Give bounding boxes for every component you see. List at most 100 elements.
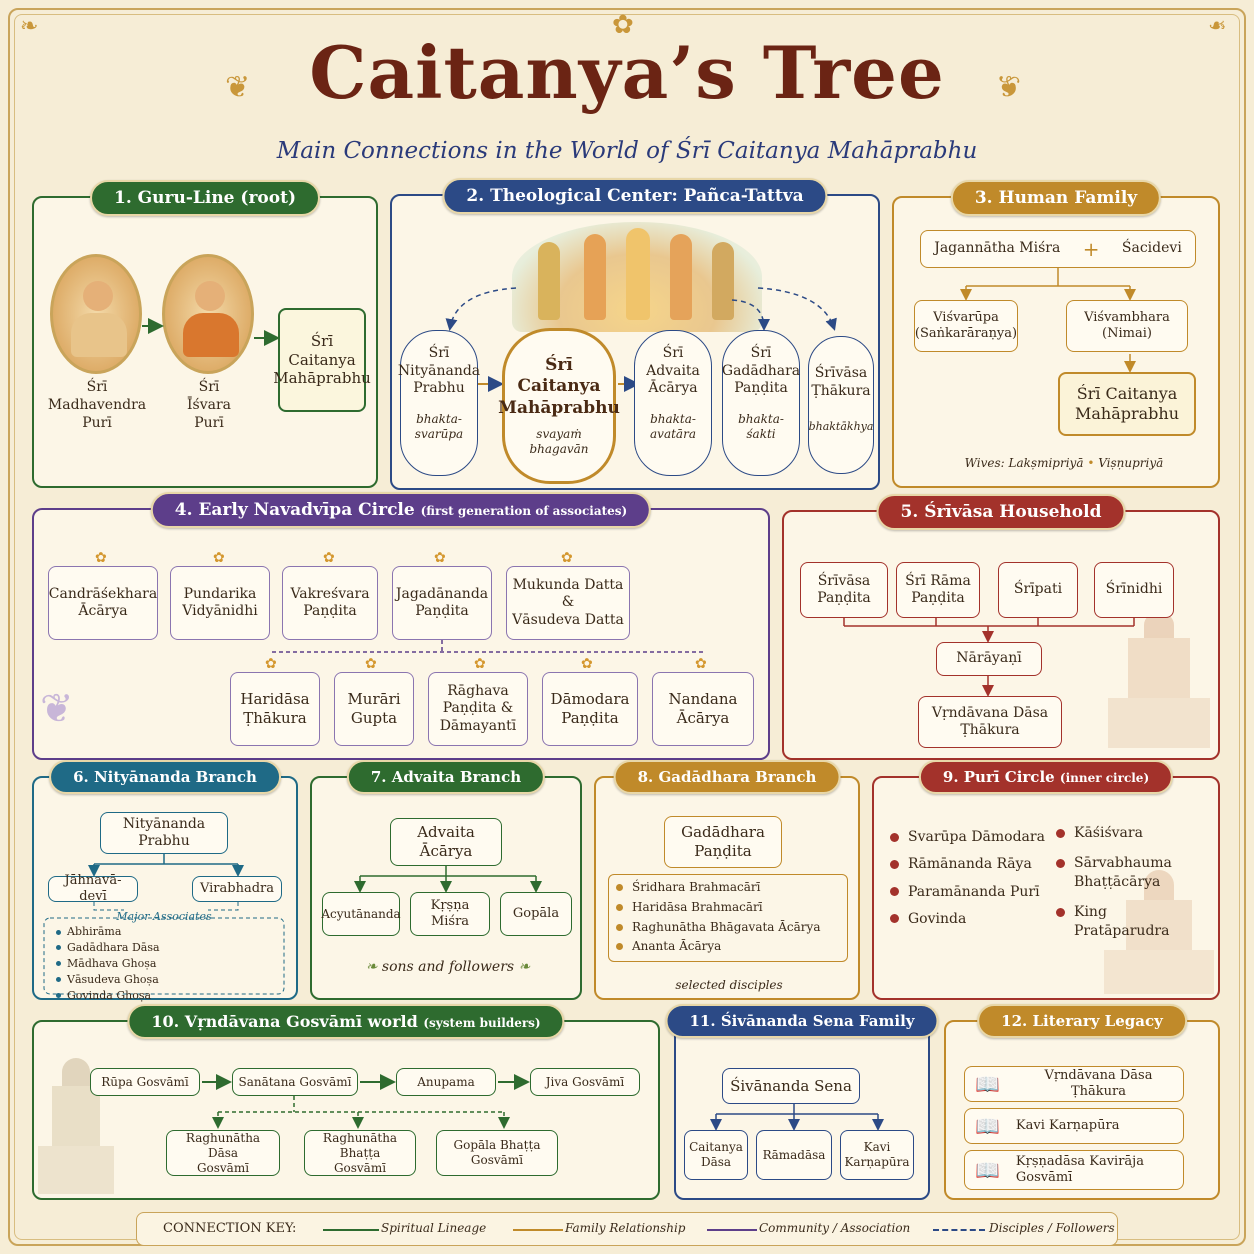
list-item: Svarūpa Dāmodara	[890, 824, 1045, 851]
temple-illustration	[1104, 612, 1214, 752]
list-item: Raghunātha Bhāgavata Ācārya	[616, 918, 820, 938]
gadadhara-name: Śrī Gadādhara Paṇḍita	[721, 345, 801, 396]
navadvipa-member: Rāghava Paṇḍita & Dāmayantī	[428, 672, 528, 746]
list-item: Śridhara Brahmacārī	[616, 878, 820, 898]
advaita-top-box: Advaita Ācārya	[390, 818, 502, 866]
visvambhara-box: Viśvambhara (Nimai)	[1066, 300, 1188, 352]
advaita-son: Gopāla	[500, 892, 572, 936]
panca-tattva-illustration	[512, 222, 762, 332]
visvarupa-box: Viśvarūpa (Saṅkarāraṇya)	[914, 300, 1018, 352]
gosvami-box: Raghunātha Dāsa Gosvāmī	[166, 1130, 280, 1176]
lotus-icon: ✿	[695, 656, 707, 672]
temple-illustration	[1100, 870, 1218, 996]
page-subtitle: Main Connections in the World of Śrī Cai…	[276, 138, 978, 164]
connection-key: CONNECTION KEY: Spiritual Lineage Family…	[136, 1212, 1118, 1246]
panel-gadadhara-branch: 8. Gadādhara Branch Gadādhara Paṇḍita Śr…	[594, 760, 860, 1000]
panel-title-main: 4. Early Navadvīpa Circle	[174, 500, 415, 520]
lotus-icon: ✿	[265, 656, 277, 672]
leaf-icon: ❧	[365, 959, 378, 975]
panel-title: 11. Śivānanda Sena Family	[665, 1004, 939, 1038]
panel-puri-circle: 9. Purī Circle (inner circle) Svarūpa Dā…	[872, 760, 1220, 1000]
leaf-icon: ❧	[518, 959, 531, 975]
puri-left-list: Svarūpa Dāmodara Rāmānanda Rāya Paramāna…	[890, 824, 1045, 933]
panel-literary-legacy: 12. Literary Legacy 📖Vṛndāvana Dāsa Ṭhāk…	[944, 1004, 1220, 1200]
panel-title: 7. Advaita Branch	[346, 760, 546, 794]
book-icon: 📖	[975, 1157, 1000, 1182]
advaita-role: bhakta- avatāra	[650, 411, 696, 441]
list-item: Govinda	[890, 906, 1045, 933]
virabhadra-box: Virabhadra	[192, 876, 282, 902]
panel-title: 3. Human Family	[950, 180, 1162, 216]
advaita-footer: ❧ sons and followers ❧	[365, 959, 531, 975]
vrndavana-dasa-box: Vṛndāvana Dāsa Ṭhākura	[918, 696, 1062, 748]
panel-human-family: 3. Human Family Jagannātha Miśra+Śacidev…	[892, 180, 1220, 488]
panel-vrndavana-gosvami: 10. Vṛndāvana Gosvāmī world (system buil…	[32, 1004, 660, 1200]
jahnava-box: Jāhnavā-devī	[48, 873, 138, 904]
srivasa-member: Śrīnidhi	[1094, 562, 1174, 618]
paisley-ornament-icon: ❦	[40, 686, 74, 732]
list-item: Sārvabhauma Bhaṭṭācārya	[1056, 854, 1172, 893]
key-label: CONNECTION KEY:	[163, 1221, 297, 1236]
panel-title: 1. Guru-Line (root)	[90, 180, 320, 216]
panel-srivasa-household: 5. Śrīvāsa Household Śrīvāsa Paṇḍita Śrī…	[782, 494, 1220, 760]
caitanya-family-box: Śrī Caitanya Mahāprabhu	[1058, 372, 1196, 436]
sivananda-child: Rāmadāsa	[756, 1130, 832, 1180]
list-item: Ananta Ācārya	[616, 937, 820, 957]
gosvami-box: Jiva Gosvāmī	[530, 1068, 640, 1096]
list-item: Gadādhara Dāsa	[56, 940, 160, 956]
lotus-icon: ✿	[474, 656, 486, 672]
panel-guru-line: 1. Guru-Line (root) Śrī Madhavendra Purī…	[32, 180, 378, 488]
navadvipa-member: Dāmodara Paṇḍita	[542, 672, 638, 746]
panel-advaita-branch: 7. Advaita Branch Advaita Ācārya Acyutān…	[310, 760, 582, 1000]
book-item: 📖Kṛṣṇadāsa Kavirāja Gosvāmī	[964, 1150, 1184, 1190]
gosvami-box: Gopāla Bhaṭṭa Gosvāmī	[436, 1130, 558, 1176]
panel-sivananda-sena: 11. Śivānanda Sena Family Śivānanda Sena…	[665, 1004, 939, 1200]
panel-title: 6. Nityānanda Branch	[49, 760, 281, 794]
wife-two: Viṣṇupriyā	[1098, 456, 1164, 470]
list-item: Rāmānanda Rāya	[890, 851, 1045, 878]
list-item: Kāśiśvara	[1056, 824, 1172, 844]
gadadhara-disciples: Śridhara Brahmacārī Haridāsa Brahmacārī …	[616, 878, 820, 957]
advaita-son: Acyutānanda	[321, 892, 401, 936]
lotus-icon: ✿	[95, 550, 107, 566]
panel-title: 12. Literary Legacy	[977, 1004, 1187, 1038]
father-name: Jagannātha Miśra	[934, 240, 1061, 257]
navadvipa-member: Haridāsa Ṭhākura	[230, 672, 320, 746]
nityananda-box: Śrī Nityānanda Prabhu bhakta- svarūpa	[397, 330, 481, 476]
gosvami-box: Rūpa Gosvāmī	[90, 1068, 200, 1096]
key-line-gold	[513, 1229, 563, 1231]
key-disciples: Disciples / Followers	[989, 1221, 1115, 1235]
panel-nityananda-branch: 6. Nityānanda Branch Nityānanda Prabhu J…	[32, 760, 298, 1002]
gadadhara-footer: selected disciples	[675, 978, 783, 992]
navadvipa-member: Nandana Ācārya	[652, 672, 754, 746]
nityananda-role: bhakta- svarūpa	[414, 411, 464, 441]
key-family: Family Relationship	[565, 1221, 686, 1235]
srivasa-member: Śrīvāsa Paṇḍita	[800, 562, 888, 618]
navadvipa-member: Pundarika Vidyānidhi	[170, 566, 270, 640]
book-item: 📖Kavi Karṇapūra	[964, 1108, 1184, 1144]
list-item: Paramānanda Purī	[890, 879, 1045, 906]
key-line-green	[323, 1229, 379, 1231]
gosvami-box: Raghunātha Bhaṭṭa Gosvāmī	[304, 1130, 416, 1176]
page-title: Caitanya’s Tree	[309, 30, 945, 115]
lotus-icon: ✿	[213, 550, 225, 566]
top-lotus-icon: ✿	[612, 10, 634, 40]
wives-label: Wives: Lakṣmipriyā	[964, 456, 1084, 470]
panel-title: 9. Purī Circle (inner circle)	[918, 760, 1174, 794]
key-spiritual: Spiritual Lineage	[381, 1221, 487, 1235]
panel-title-small: (system builders)	[423, 1016, 541, 1030]
gosvami-box: Sanātana Gosvāmī	[232, 1068, 358, 1096]
nityananda-name: Śrī Nityānanda Prabhu	[397, 345, 481, 396]
nityananda-top-box: Nityānanda Prabhu	[100, 812, 228, 854]
panel-title-small: (inner circle)	[1059, 771, 1150, 785]
list-item: Govinda Ghoṣa	[56, 988, 160, 1004]
panel-title: 10. Vṛndāvana Gosvāmī world (system buil…	[127, 1004, 565, 1039]
srivasa-member: Śrī Rāma Paṇḍita	[896, 562, 980, 618]
plus-sign: +	[1082, 236, 1100, 261]
isvara-label: Śrī Īśvara Purī	[186, 379, 231, 432]
wives-sep: •	[1087, 456, 1095, 470]
